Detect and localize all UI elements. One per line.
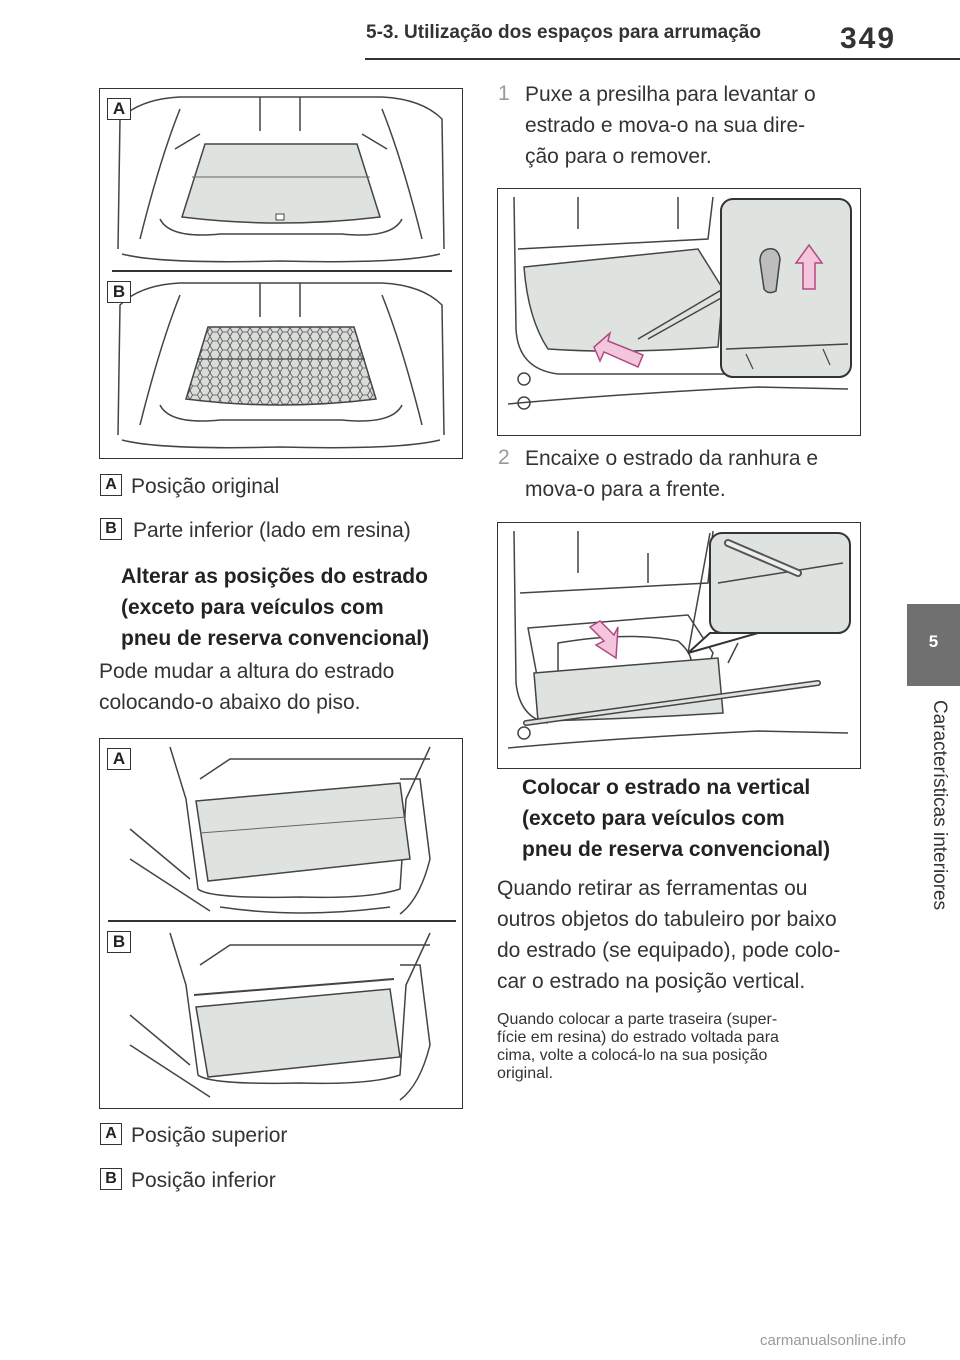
caption2-text-b: Posição inferior — [131, 1169, 276, 1192]
chapter-label-wrap: Características interiores — [902, 700, 960, 940]
heading-vertical-position: Colocar o estrado na vertical (exceto pa… — [522, 772, 830, 865]
board-positions-illustration — [108, 746, 456, 1101]
step-line: Encaixe o estrado da ranhura e — [525, 447, 819, 470]
footer-watermark[interactable]: carmanualsonline.info — [760, 1332, 906, 1349]
paragraph-change-positions: Pode mudar a altura do estrado colocando… — [99, 656, 394, 718]
section-header: 5-3. Utilização dos espaços para arrumaç… — [366, 22, 761, 43]
figure-board-positions: A B — [99, 738, 463, 1109]
figure2-label-b: B — [107, 931, 131, 953]
caption2-badge-b: B — [100, 1168, 122, 1190]
pull-tab-illustration — [507, 196, 852, 410]
paragraph-line: colocando-o abaixo do piso. — [99, 691, 361, 714]
board-resin-side — [185, 326, 377, 406]
page-number: 349 — [840, 22, 897, 55]
figure-pull-tab — [497, 188, 861, 436]
cargo-top-outline — [117, 96, 445, 263]
step-2-text: Encaixe o estrado da ranhura e mova-o pa… — [525, 443, 818, 505]
heading-line: Colocar o estrado na vertical — [522, 776, 811, 799]
caption1-text-b: Parte inferior (lado em resina) — [133, 519, 411, 542]
heading-line: pneu de reserva convencional) — [121, 627, 430, 650]
board-upper-position — [195, 782, 411, 882]
step-line: mova-o para a frente. — [525, 478, 726, 501]
chapter-number: 5 — [928, 632, 939, 651]
figure1-label-b: B — [107, 281, 131, 303]
step-2-number: 2 — [498, 446, 510, 469]
cargo-upper-outline — [129, 746, 431, 915]
note-line: Quando colocar a parte traseira (super- — [497, 1011, 778, 1028]
step-line: estrado e mova-o na sua dire- — [525, 114, 806, 137]
lift-arrow — [794, 243, 824, 290]
note-line: cima, volte a colocá-lo na sua posição — [497, 1047, 768, 1064]
board-being-lifted — [523, 248, 724, 352]
strap-tab — [759, 247, 781, 294]
board-lower-position — [195, 988, 401, 1078]
paragraph-vertical-position: Quando retirar as ferramentas ou outros … — [497, 873, 840, 997]
step-1-number: 1 — [498, 82, 510, 105]
figure-cargo-board-sides: A B — [99, 88, 463, 459]
slide-board-illustration — [507, 530, 851, 749]
caption2-badge-a: A — [100, 1123, 122, 1145]
header-rule — [365, 58, 960, 60]
figure-slide-board — [497, 522, 861, 769]
caption2-text-a: Posição superior — [131, 1124, 288, 1147]
paragraph-line: Pode mudar a altura do estrado — [99, 660, 395, 683]
paragraph-line: do estrado (se equipado), pode colo- — [497, 939, 841, 962]
heading-line: (exceto para veículos com — [121, 596, 384, 619]
heading-line: pneu de reserva convencional) — [522, 838, 831, 861]
cargo-board-illustration — [112, 96, 452, 449]
heading-line: Alterar as posições do estrado — [121, 565, 428, 588]
paragraph-line: Quando retirar as ferramentas ou — [497, 877, 808, 900]
heading-line: (exceto para veículos com — [522, 807, 785, 830]
paragraph-line: car o estrado na posição vertical. — [497, 970, 806, 993]
note-line: fície em resina) do estrado voltada para — [497, 1029, 779, 1046]
chapter-label: Características interiores — [929, 700, 950, 911]
forward-direction-arrow — [588, 620, 619, 660]
step-line: ção para o remover. — [525, 145, 712, 168]
note-line: original. — [497, 1065, 554, 1082]
pull-direction-arrow — [593, 330, 644, 368]
caption1-badge-b: B — [100, 518, 122, 540]
chapter-tab[interactable]: 5 — [907, 604, 960, 686]
note-vertical-position: Quando colocar a parte traseira (super- … — [497, 1011, 779, 1083]
caption1-text-a: Posição original — [131, 475, 280, 498]
paragraph-line: outros objetos do tabuleiro por baixo — [497, 908, 837, 931]
figure2-label-a: A — [107, 748, 131, 770]
figure1-label-a: A — [107, 98, 131, 120]
heading-change-positions: Alterar as posições do estrado (exceto p… — [121, 561, 429, 654]
caption1-badge-a: A — [100, 474, 122, 496]
cargo-lower-outline — [129, 932, 431, 1101]
step-line: Puxe a presilha para levantar o — [525, 83, 816, 106]
board-original — [181, 143, 381, 224]
step-1-text: Puxe a presilha para levantar o estrado … — [525, 79, 816, 172]
